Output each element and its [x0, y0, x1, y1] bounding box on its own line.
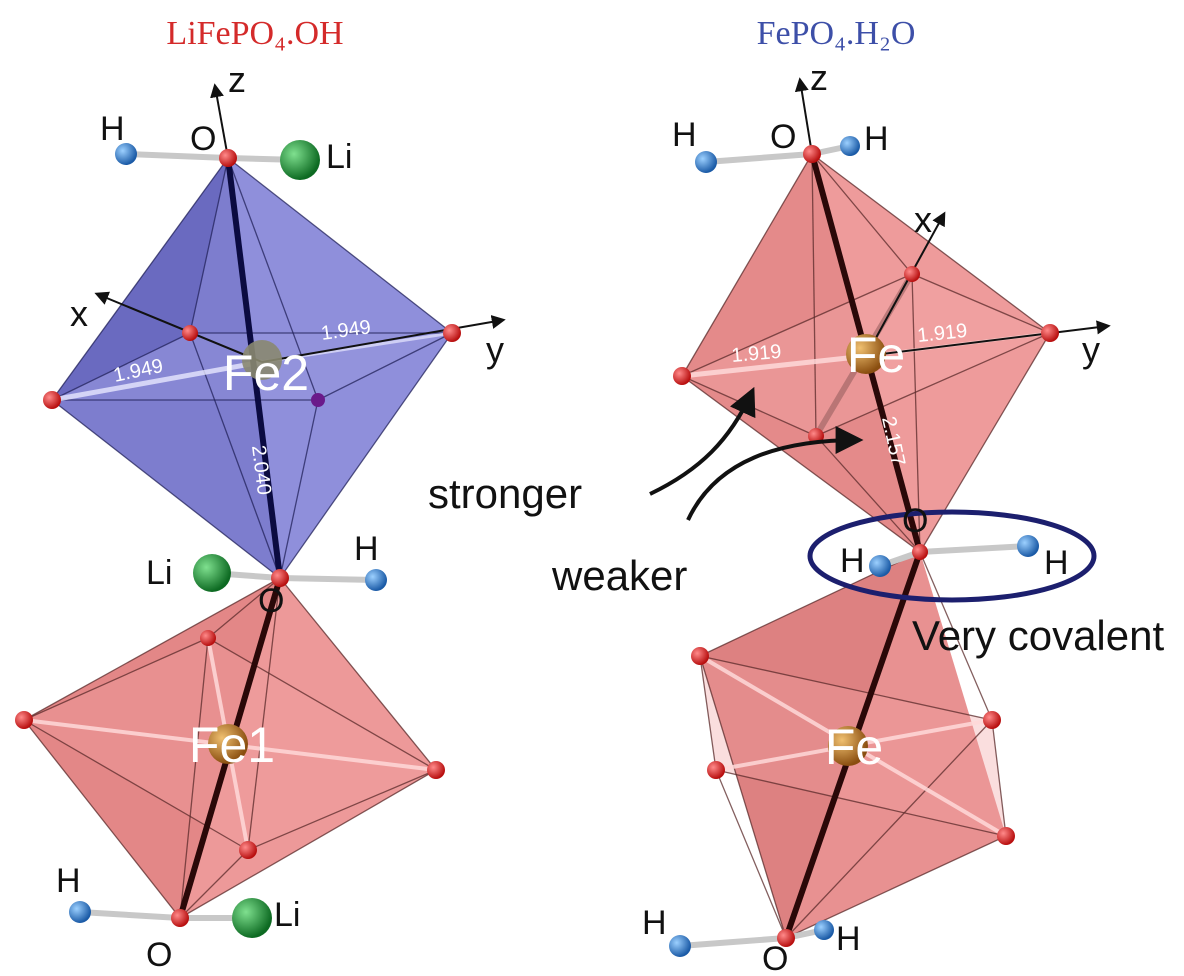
- right-oxygen-lower-left-2: [707, 761, 725, 779]
- left-panel-title: LiFePO₄.OH: [166, 15, 343, 52]
- right-label-h-top-left: H: [672, 116, 697, 154]
- left-y-axis-label: y: [486, 329, 504, 370]
- left-hydrogen-mid: [365, 569, 387, 591]
- right-fe-lower-atom: [828, 726, 868, 766]
- left-label-li-bottom: Li: [274, 896, 300, 934]
- left-oxygen-eq-left: [43, 391, 61, 409]
- left-fe2-label: Fe2: [223, 345, 309, 401]
- left-lithium-mid: [193, 554, 231, 592]
- left-label-h-top: H: [100, 110, 125, 148]
- right-hydrogen-bottom-right: [814, 920, 834, 940]
- right-z-axis-label: z: [810, 57, 828, 98]
- right-y-axis-label: y: [1082, 329, 1100, 370]
- left-label-o-mid: O: [258, 582, 284, 620]
- right-label-h-bottom-right: H: [836, 920, 861, 958]
- left-axes: z x y: [70, 59, 506, 370]
- right-label-h-mid-right: H: [1044, 544, 1069, 582]
- right-oxygen-mid: [912, 544, 928, 560]
- fe2-octahedron: [51, 157, 453, 579]
- right-oxygen-lower-left: [691, 647, 709, 665]
- right-lower-octahedron: [698, 551, 1008, 939]
- left-oxygen-top: [219, 149, 237, 167]
- left-oxygen-lower-back: [200, 630, 216, 646]
- annotation-arrows: [649, 386, 864, 521]
- right-fe-lower-label: Fe: [825, 719, 883, 775]
- left-fe1-label: Fe1: [189, 717, 275, 773]
- left-lithium-bottom: [232, 898, 272, 938]
- left-fe1-atom: [208, 724, 248, 764]
- right-hydrogen-top-right: [840, 136, 860, 156]
- left-label-o-top: O: [190, 120, 216, 158]
- right-bond-eq-right: 1.919: [916, 320, 968, 347]
- left-x-axis-label: x: [70, 293, 88, 334]
- left-oxygen-lower-right: [427, 761, 445, 779]
- right-oxygen-top: [803, 145, 821, 163]
- right-label-h-top-right: H: [864, 120, 889, 158]
- right-fe-upper-label: Fe: [847, 327, 905, 383]
- left-label-li-top: Li: [326, 138, 352, 176]
- right-axes: z x y: [794, 57, 1111, 370]
- left-oxygen-lower-left: [15, 711, 33, 729]
- right-hydrogen-bottom-left: [669, 935, 691, 957]
- left-oxygen-eq-back: [182, 325, 198, 341]
- right-bond-eq-left: 1.919: [731, 341, 783, 367]
- right-oxygen-eq-right: [1041, 324, 1059, 342]
- right-hydrogen-top-left: [695, 151, 717, 173]
- right-fe-upper-atom: [846, 334, 886, 374]
- left-oxygen-mid: [271, 569, 289, 587]
- right-oxygen-lower-right-2: [997, 827, 1015, 845]
- left-oxygen-eq-right: [443, 324, 461, 342]
- right-label-o-mid: O: [902, 502, 928, 540]
- right-hydrogen-mid-left: [869, 555, 891, 577]
- annotation-weaker: weaker: [551, 552, 687, 599]
- right-oxygen-lower-right: [983, 711, 1001, 729]
- right-label-h-mid-left: H: [840, 542, 865, 580]
- covalent-highlight-ellipse: [807, 509, 1097, 603]
- annotation-very-covalent: Very covalent: [912, 612, 1164, 659]
- right-label-o-top: O: [770, 118, 796, 156]
- right-panel-title: FePO₄.H₂O: [757, 15, 916, 52]
- left-label-o-bottom: O: [146, 936, 172, 974]
- right-oxygen-eq-back: [904, 266, 920, 282]
- right-x-axis-label: x: [914, 199, 932, 240]
- left-fe2-atom: [242, 340, 282, 380]
- right-oxygen-bottom: [777, 929, 795, 947]
- left-label-li-mid: Li: [146, 554, 172, 592]
- annotation-stronger: stronger: [428, 470, 582, 517]
- left-label-h-bottom: H: [56, 862, 81, 900]
- left-hydrogen-top: [115, 143, 137, 165]
- right-label-h-bottom-left: H: [642, 904, 667, 942]
- left-oxygen-lower-front: [239, 841, 257, 859]
- right-label-o-bottom: O: [762, 940, 788, 976]
- left-z-axis-label: z: [228, 59, 246, 100]
- right-hydrogen-mid-right: [1017, 535, 1039, 557]
- left-hydrogen-bottom: [69, 901, 91, 923]
- left-oxygen-eq-front: [311, 393, 325, 407]
- left-label-h-mid: H: [354, 530, 379, 568]
- right-oxygen-eq-left: [673, 367, 691, 385]
- left-lithium-top: [280, 140, 320, 180]
- left-oxygen-bottom: [171, 909, 189, 927]
